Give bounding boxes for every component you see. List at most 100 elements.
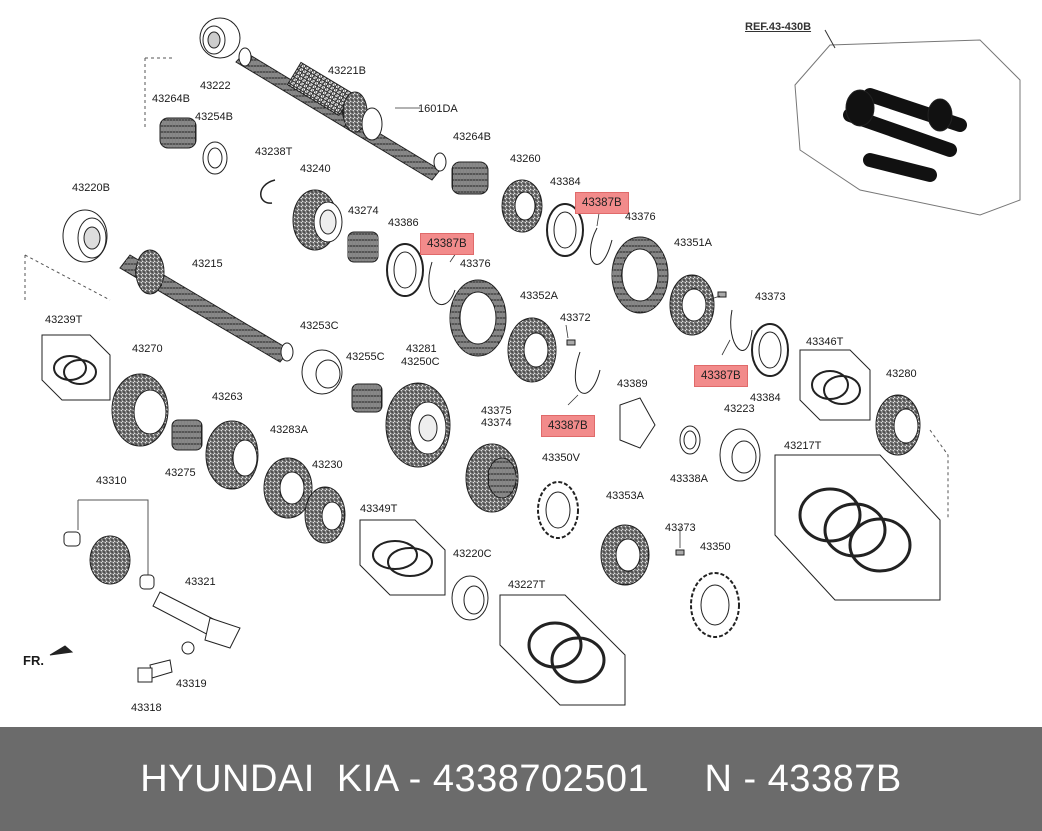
label-43240: 43240 bbox=[300, 163, 331, 175]
bearing-43220B bbox=[62, 209, 108, 263]
label-43373-a: 43373 bbox=[755, 291, 786, 303]
label-43375: 43375 bbox=[481, 405, 512, 417]
upper-shaft-43221B bbox=[235, 47, 447, 181]
label-43264B-right: 43264B bbox=[453, 131, 491, 143]
label-43376-upper: 43376 bbox=[625, 211, 656, 223]
ring-43253C bbox=[301, 349, 343, 395]
gear-43260 bbox=[501, 179, 543, 233]
gear-43250C bbox=[385, 382, 451, 468]
label-43338A: 43338A bbox=[670, 473, 708, 485]
bolt-43318 bbox=[137, 659, 173, 683]
label-43319: 43319 bbox=[176, 678, 207, 690]
plate-43389 bbox=[619, 397, 656, 449]
ring-43338A bbox=[679, 425, 701, 455]
label-43384-top: 43384 bbox=[550, 176, 581, 188]
label-43350: 43350 bbox=[700, 541, 731, 553]
label-43376-lower: 43376 bbox=[460, 258, 491, 270]
hub-43352A bbox=[507, 317, 557, 383]
label-43223: 43223 bbox=[724, 403, 755, 415]
label-43283A: 43283A bbox=[270, 424, 308, 436]
kit-43346T bbox=[799, 349, 871, 421]
label-43387B-a-highlighted: 43387B bbox=[575, 192, 629, 214]
kit-43239T bbox=[41, 334, 111, 401]
kit-43349T bbox=[359, 519, 446, 596]
key-43373-a bbox=[717, 291, 727, 298]
shaft-43321 bbox=[152, 591, 241, 649]
label-43387B-b-highlighted: 43387B bbox=[420, 233, 474, 255]
spring-43387B-d bbox=[574, 351, 601, 394]
washer-43319 bbox=[181, 641, 195, 655]
sync-ring-43386 bbox=[386, 243, 424, 297]
label-43239T: 43239T bbox=[45, 314, 83, 326]
needle-bearing-43275 bbox=[171, 419, 203, 451]
snap-ring-43238T bbox=[260, 179, 276, 204]
gear-43230 bbox=[304, 486, 346, 544]
label-43260: 43260 bbox=[510, 153, 541, 165]
main-shaft-43215 bbox=[119, 249, 294, 363]
key-43373-b bbox=[675, 549, 685, 556]
sync-ring-43384-lower bbox=[751, 323, 789, 377]
needle-bearing-43264B-right bbox=[451, 161, 489, 195]
label-43230: 43230 bbox=[312, 459, 343, 471]
label-1601DA: 1601DA bbox=[418, 103, 458, 115]
label-43352A: 43352A bbox=[520, 290, 558, 302]
ring-43376-upper bbox=[611, 236, 669, 314]
label-43264B-left: 43264B bbox=[152, 93, 190, 105]
label-43220B: 43220B bbox=[72, 182, 110, 194]
part-number-banner: HYUNDAI KIA - 4338702501 N - 43387B bbox=[0, 727, 1042, 831]
label-43281: 43281 bbox=[406, 343, 437, 355]
label-43389: 43389 bbox=[617, 378, 648, 390]
label-43221B: 43221B bbox=[328, 65, 366, 77]
gear-43240 bbox=[292, 189, 343, 251]
bearing-43222 bbox=[199, 17, 241, 59]
label-43372: 43372 bbox=[560, 312, 591, 324]
label-43346T: 43346T bbox=[806, 336, 844, 348]
bearing-43220C bbox=[451, 575, 489, 621]
label-43310: 43310 bbox=[96, 475, 127, 487]
label-43349T: 43349T bbox=[360, 503, 398, 515]
label-43350V: 43350V bbox=[542, 452, 580, 464]
needle-bearing-43264B-left bbox=[159, 117, 197, 149]
ring-43254B bbox=[202, 141, 228, 175]
reference-label[interactable]: REF.43-430B bbox=[745, 21, 812, 33]
transmission-reference-illustration bbox=[794, 29, 1021, 216]
gear-43280 bbox=[875, 394, 921, 456]
label-43250C: 43250C bbox=[401, 356, 440, 368]
key-43372 bbox=[566, 339, 576, 346]
label-43321: 43321 bbox=[185, 576, 216, 588]
spring-43387B-a bbox=[589, 227, 613, 265]
part-number-text: HYUNDAI KIA - 4338702501 N - 43387B bbox=[140, 757, 902, 800]
label-43387B-c-highlighted: 43387B bbox=[694, 365, 748, 387]
label-43220C: 43220C bbox=[453, 548, 492, 560]
label-43275: 43275 bbox=[165, 467, 196, 479]
front-direction-label: FR. bbox=[23, 653, 44, 668]
label-43263: 43263 bbox=[212, 391, 243, 403]
label-43227T: 43227T bbox=[508, 579, 546, 591]
label-43274: 43274 bbox=[348, 205, 379, 217]
kit-43217T bbox=[774, 454, 941, 601]
label-43384-lower: 43384 bbox=[750, 392, 781, 404]
assembly-43310 bbox=[63, 499, 155, 590]
label-43280: 43280 bbox=[886, 368, 917, 380]
ring-43376-lower bbox=[449, 279, 507, 357]
hub-43351A bbox=[669, 274, 715, 336]
spring-43387B-b bbox=[428, 261, 456, 305]
ring-43350 bbox=[690, 572, 740, 638]
label-43270: 43270 bbox=[132, 343, 163, 355]
label-43255C: 43255C bbox=[346, 351, 385, 363]
gear-43263 bbox=[205, 420, 259, 490]
label-43253C: 43253C bbox=[300, 320, 339, 332]
kit-43227T bbox=[499, 594, 626, 706]
label-43217T: 43217T bbox=[784, 440, 822, 452]
label-43373-b: 43373 bbox=[665, 522, 696, 534]
needle-bearing-43274 bbox=[347, 231, 379, 263]
label-43222: 43222 bbox=[200, 80, 231, 92]
gear-43283A bbox=[263, 457, 313, 519]
gear-43374 bbox=[465, 443, 519, 513]
label-43386: 43386 bbox=[388, 217, 419, 229]
hub-43353A bbox=[600, 524, 650, 586]
gear-43270 bbox=[111, 373, 169, 447]
needle-bearing-43255C bbox=[351, 383, 383, 413]
label-43318: 43318 bbox=[131, 702, 162, 714]
